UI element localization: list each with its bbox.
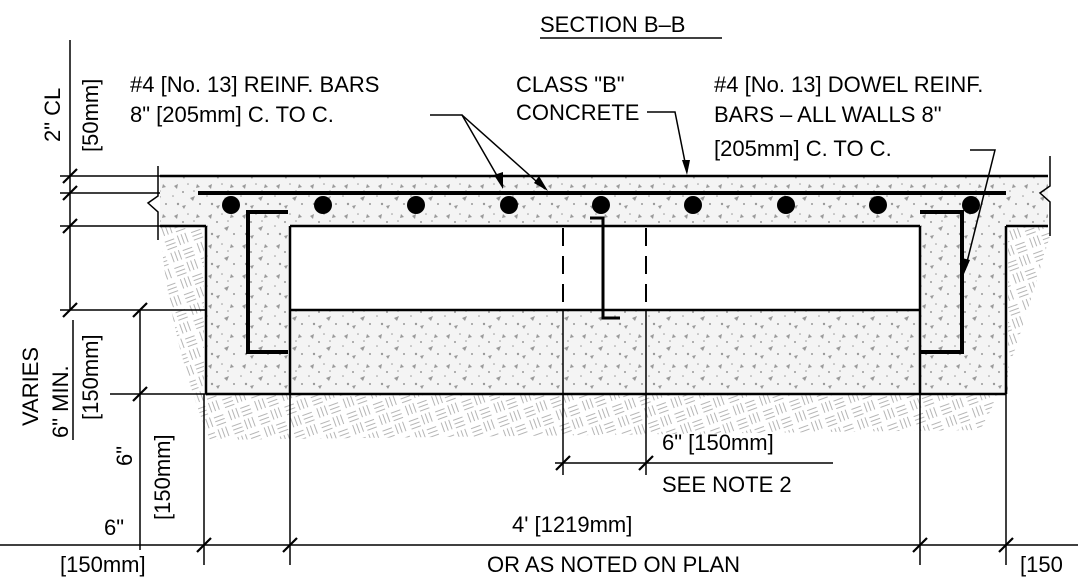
joint-lines [562, 228, 647, 310]
depth-min-dim: 6" MIN. [48, 365, 73, 438]
leader-arrowheads [494, 160, 970, 274]
joint-note: SEE NOTE 2 [662, 472, 792, 497]
depth-min-dim-metric: [150mm] [78, 334, 103, 420]
dowel-label-line3: [205mm] C. TO C. [714, 136, 892, 161]
soil-backfill [160, 226, 1050, 440]
concrete-label-line2: CONCRETE [516, 100, 639, 125]
dowel-label-line1: #4 [No. 13] DOWEL REINF. [714, 72, 983, 97]
trench-void [290, 226, 920, 310]
section-title: SECTION B–B [540, 12, 685, 37]
wall-depth-dim-metric: [150mm] [150, 434, 175, 520]
dowel-label-line2: BARS – ALL WALLS 8" [714, 102, 942, 127]
right-wall-dim-metric: [150 [1020, 552, 1063, 577]
clear-span-note: OR AS NOTED ON PLAN [487, 552, 740, 577]
break-line-right [1038, 156, 1051, 236]
wall-thickness-dim-metric: [150mm] [60, 552, 146, 577]
dowel-left [246, 210, 288, 354]
reinf-bars-label-line2: 8" [205mm] C. TO C. [130, 102, 334, 127]
clear-span-dim: 4' [1219mm] [512, 512, 632, 537]
leaders [430, 111, 996, 271]
reinf-bars-label-line1: #4 [No. 13] REINF. BARS [130, 72, 379, 97]
concrete-label-line1: CLASS "B" [516, 72, 625, 97]
slab-cover-dim: 2" CL [40, 88, 65, 142]
rebar-dots [222, 196, 980, 214]
depth-varies-dim: VARIES [18, 347, 43, 426]
break-line-left [146, 166, 159, 240]
joint-width-dim: 6" [150mm] [662, 430, 774, 455]
wall-thickness-dim: 6" [104, 515, 124, 540]
concrete-outline [160, 174, 1048, 396]
slab-cover-dim-metric: [50mm] [78, 79, 103, 152]
wall-depth-dim: 6" [112, 446, 137, 466]
dowel-right [920, 210, 964, 354]
dimension-ticks [62, 168, 1014, 553]
dowel-center [590, 216, 620, 320]
